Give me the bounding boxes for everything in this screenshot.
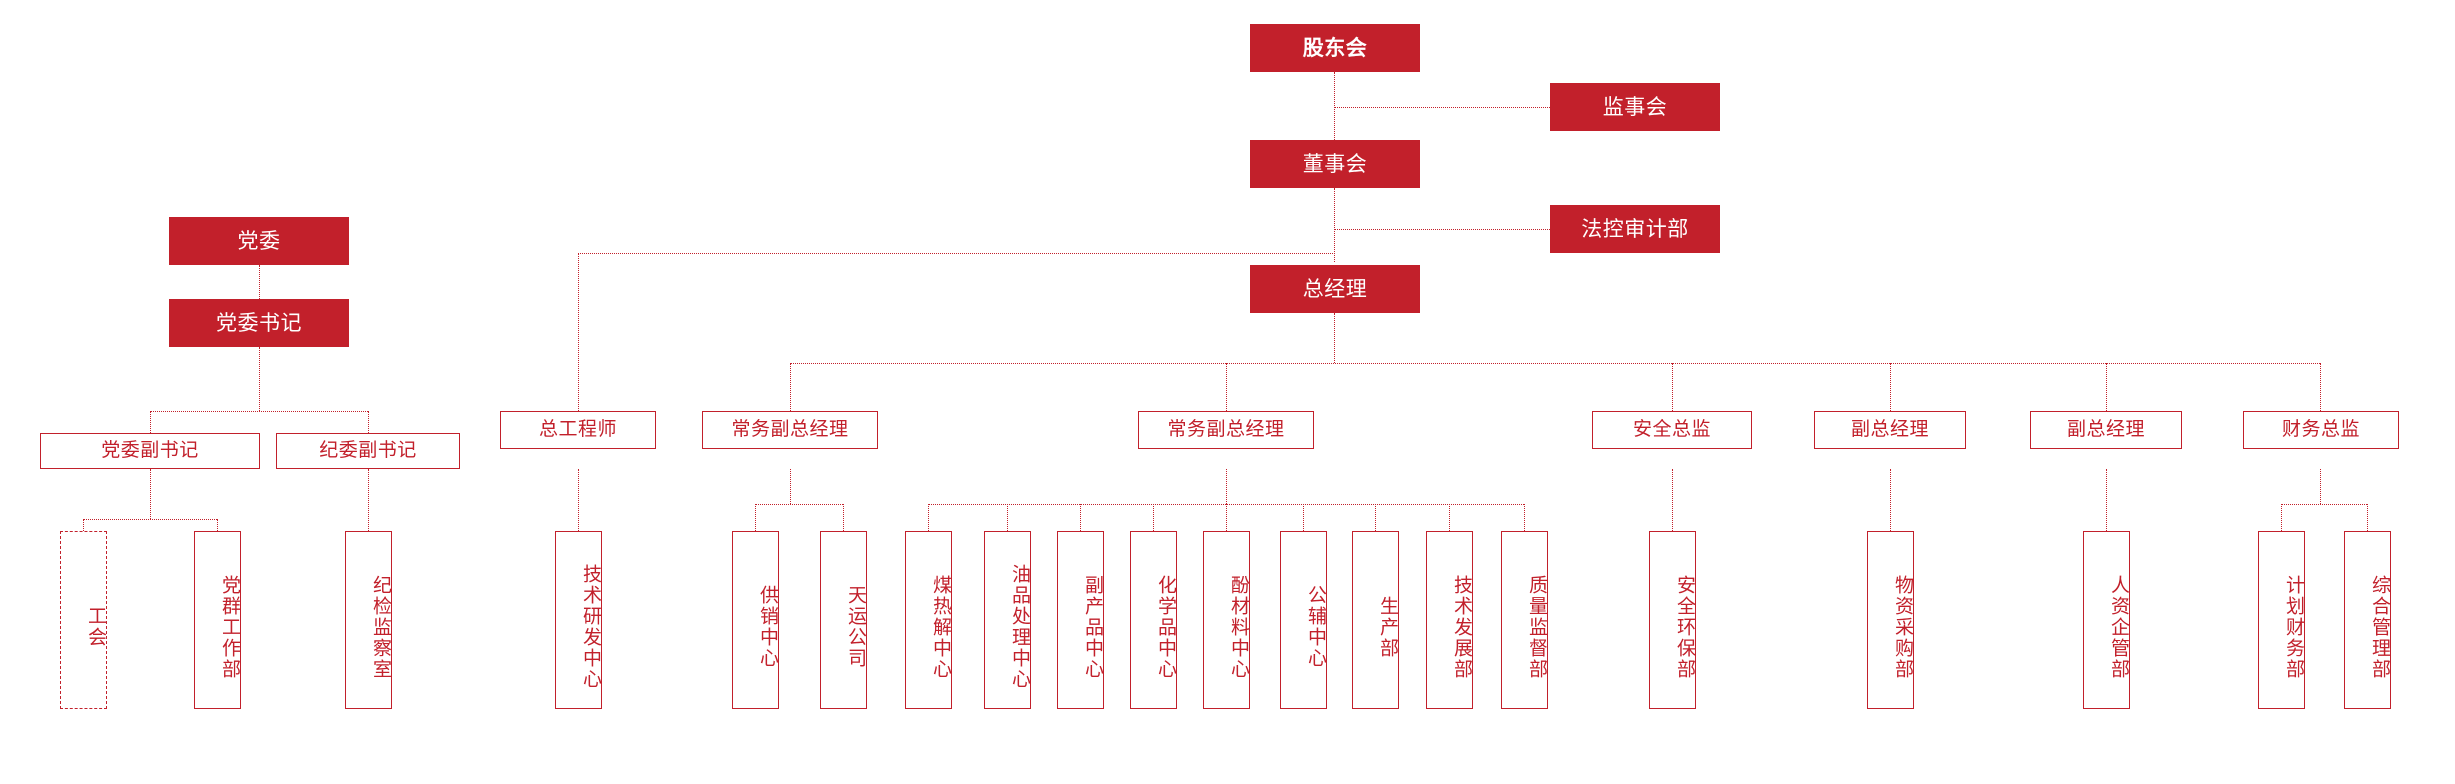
connector-drop-tianyun: [843, 504, 844, 531]
node-hr-enterprise-mgmt-dept[interactable]: 人资企管部: [2083, 531, 2130, 709]
connector-drop-finance-director: [2320, 363, 2321, 411]
connector-drop-production: [1375, 504, 1376, 531]
node-board-of-supervisors[interactable]: 监事会: [1550, 83, 1720, 131]
connector-deputy-gm1-to-dept: [1890, 469, 1891, 531]
node-safety-environment-dept[interactable]: 安全环保部: [1649, 531, 1696, 709]
node-supply-marketing-center[interactable]: 供销中心: [732, 531, 779, 709]
node-utilities-center[interactable]: 公辅中心: [1280, 531, 1327, 709]
node-deputy-party-secretary[interactable]: 党委副书记: [40, 433, 260, 469]
connector-drop-safety-director: [1672, 363, 1673, 411]
connector-board-to-audit: [1334, 229, 1550, 230]
node-phenol-material-center[interactable]: 酚材料中心: [1203, 531, 1250, 709]
connector-chief-engineer-drop: [578, 253, 579, 411]
node-board-of-directors[interactable]: 董事会: [1250, 140, 1420, 188]
connector-exec-gm2-bus: [928, 504, 1524, 505]
connector-deputy-party-down: [150, 469, 151, 519]
connector-drop-deputy-party-secretary: [150, 411, 151, 433]
node-safety-director[interactable]: 安全总监: [1592, 411, 1752, 449]
node-chief-engineer[interactable]: 总工程师: [500, 411, 656, 449]
node-tech-rd-center[interactable]: 技术研发中心: [555, 531, 602, 709]
connector-shareholders-to-supervisors: [1334, 107, 1550, 108]
connector-gm-down: [1334, 313, 1335, 363]
connector-drop-supply-marketing: [755, 504, 756, 531]
node-oil-processing-center[interactable]: 油品处理中心: [984, 531, 1031, 709]
node-labor-union[interactable]: 工会: [60, 531, 107, 709]
node-deputy-gm-1[interactable]: 副总经理: [1814, 411, 1966, 449]
connector-drop-deputy-discipline-secretary: [368, 411, 369, 433]
node-quality-supervision-dept[interactable]: 质量监督部: [1501, 531, 1548, 709]
connector-drop-general-management: [2367, 504, 2368, 531]
node-deputy-gm-2[interactable]: 副总经理: [2030, 411, 2182, 449]
connector-finance-director-down: [2320, 469, 2321, 504]
connector-exec-gm1-down: [790, 469, 791, 504]
connector-deputy-discipline-to-office: [368, 469, 369, 531]
connector-drop-chemicals: [1153, 504, 1154, 531]
node-general-management-dept[interactable]: 综合管理部: [2344, 531, 2391, 709]
node-chemicals-center[interactable]: 化学品中心: [1130, 531, 1177, 709]
node-exec-deputy-gm-1[interactable]: 常务副总经理: [702, 411, 878, 449]
connector-drop-labor-union: [83, 519, 84, 531]
node-tech-development-dept[interactable]: 技术发展部: [1426, 531, 1473, 709]
node-finance-director[interactable]: 财务总监: [2243, 411, 2399, 449]
connector-safety-director-to-dept: [1672, 469, 1673, 531]
connector-drop-byproduct: [1080, 504, 1081, 531]
node-general-manager[interactable]: 总经理: [1250, 265, 1420, 313]
connector-drop-quality-supervision: [1524, 504, 1525, 531]
node-party-mass-work-dept[interactable]: 党群工作部: [194, 531, 241, 709]
connector-deputy-party-bus: [83, 519, 217, 520]
connector-drop-utilities: [1303, 504, 1304, 531]
connector-drop-deputy-gm-2: [2106, 363, 2107, 411]
connector-drop-tech-development: [1449, 504, 1450, 531]
connector-drop-coal-pyrolysis: [928, 504, 929, 531]
node-party-secretary[interactable]: 党委书记: [169, 299, 349, 347]
node-party-committee[interactable]: 党委: [169, 217, 349, 265]
connector-exec-gm2-down: [1226, 469, 1227, 504]
connector-secretary-down: [259, 347, 260, 411]
connector-drop-deputy-gm-1: [1890, 363, 1891, 411]
node-legal-audit-dept[interactable]: 法控审计部: [1550, 205, 1720, 253]
node-byproduct-center[interactable]: 副产品中心: [1057, 531, 1104, 709]
connector-drop-exec-deputy-gm-1: [790, 363, 791, 411]
connector-drop-exec-deputy-gm-2: [1226, 363, 1227, 411]
connector-drop-phenol: [1226, 504, 1227, 531]
connector-chief-engineer-to-rd: [578, 469, 579, 531]
connector-drop-oil-processing: [1007, 504, 1008, 531]
connector-finance-bus: [2281, 504, 2367, 505]
connector-party-bus: [150, 411, 368, 412]
node-planning-finance-dept[interactable]: 计划财务部: [2258, 531, 2305, 709]
node-discipline-inspection-office[interactable]: 纪检监察室: [345, 531, 392, 709]
node-tianyun-company[interactable]: 天运公司: [820, 531, 867, 709]
connector-exec-gm1-bus: [755, 504, 843, 505]
node-material-procurement-dept[interactable]: 物资采购部: [1867, 531, 1914, 709]
connector-board-to-gm: [1334, 188, 1335, 262]
connector-drop-party-mass-work: [217, 519, 218, 531]
connector-drop-planning-finance: [2281, 504, 2282, 531]
node-exec-deputy-gm-2[interactable]: 常务副总经理: [1138, 411, 1314, 449]
node-shareholders-meeting[interactable]: 股东会: [1250, 24, 1420, 72]
node-production-dept[interactable]: 生产部: [1352, 531, 1399, 709]
node-coal-pyrolysis-center[interactable]: 煤热解中心: [905, 531, 952, 709]
connector-deputy-gm2-to-dept: [2106, 469, 2107, 531]
connector-manager-bus: [790, 363, 2320, 364]
node-deputy-discipline-secretary[interactable]: 纪委副书记: [276, 433, 460, 469]
connector-upper-bus: [578, 253, 1335, 254]
